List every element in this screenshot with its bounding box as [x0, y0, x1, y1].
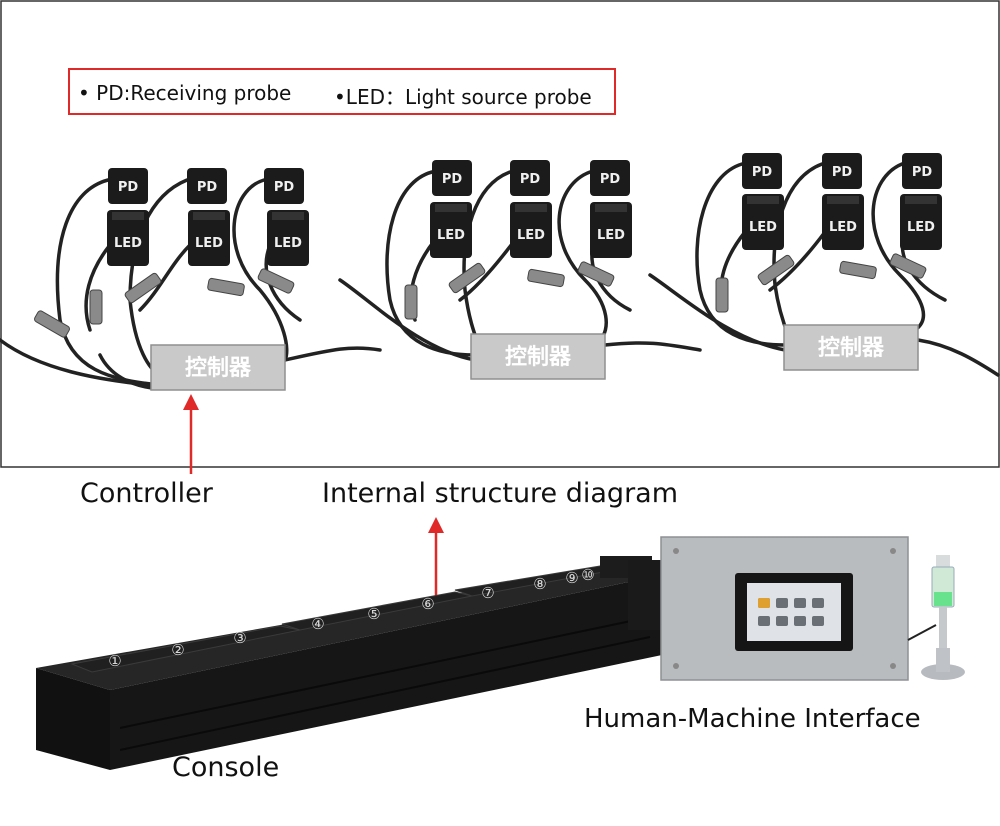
- led-label: LED: [114, 236, 142, 251]
- controller-box-text-2: 控制器: [505, 344, 572, 370]
- controller-arrow: [183, 394, 199, 474]
- console-unit: [36, 556, 668, 770]
- console-number: ②: [171, 641, 184, 659]
- pd-label: PD: [197, 180, 218, 195]
- console-number: ⑥: [421, 595, 434, 613]
- led-label: LED: [749, 220, 777, 235]
- probe-group-2: [338, 160, 702, 380]
- console-label: Console: [172, 752, 280, 783]
- legend-box: • PD:Receiving probe •LED：Light source p…: [68, 68, 616, 115]
- controller-box-text-3: 控制器: [818, 335, 885, 361]
- led-label: LED: [907, 220, 935, 235]
- console-number: ⑤: [367, 605, 380, 623]
- console-number: ③: [233, 629, 246, 647]
- controller-box-2: [470, 333, 606, 380]
- led-label: LED: [274, 236, 302, 251]
- led-label: LED: [517, 228, 545, 243]
- console-number: ⑦: [481, 584, 494, 602]
- pd-label: PD: [442, 172, 463, 187]
- pd-label: PD: [118, 180, 139, 195]
- probe-group-1: [0, 168, 382, 391]
- pd-label: PD: [600, 172, 621, 187]
- pd-label: PD: [520, 172, 541, 187]
- probe-group-3: [648, 153, 1000, 377]
- internal-structure-arrow: [428, 517, 444, 600]
- legend-led: •LED：Light source probe: [334, 85, 592, 109]
- pd-label: PD: [912, 165, 933, 180]
- pd-label: PD: [832, 165, 853, 180]
- controller-box-text-1: 控制器: [185, 355, 252, 381]
- led-label: LED: [829, 220, 857, 235]
- pd-label: PD: [274, 180, 295, 195]
- pd-label: PD: [752, 165, 773, 180]
- hmi-unit: [660, 536, 965, 681]
- led-label: LED: [597, 228, 625, 243]
- controller-box-3: [783, 324, 919, 371]
- led-label: LED: [195, 236, 223, 251]
- controller-box-1: [150, 344, 286, 391]
- legend-pd: • PD:Receiving probe: [78, 81, 292, 105]
- console-number: ①: [108, 652, 121, 670]
- console-number: ⑧: [533, 575, 546, 593]
- console-number: ⑨: [565, 569, 578, 587]
- hmi-label: Human-Machine Interface: [584, 704, 921, 734]
- controller-label: Controller: [80, 478, 213, 509]
- console-number: ⑩: [581, 566, 594, 584]
- led-label: LED: [437, 228, 465, 243]
- console-number: ④: [311, 615, 324, 633]
- internal-structure-label: Internal structure diagram: [322, 478, 679, 509]
